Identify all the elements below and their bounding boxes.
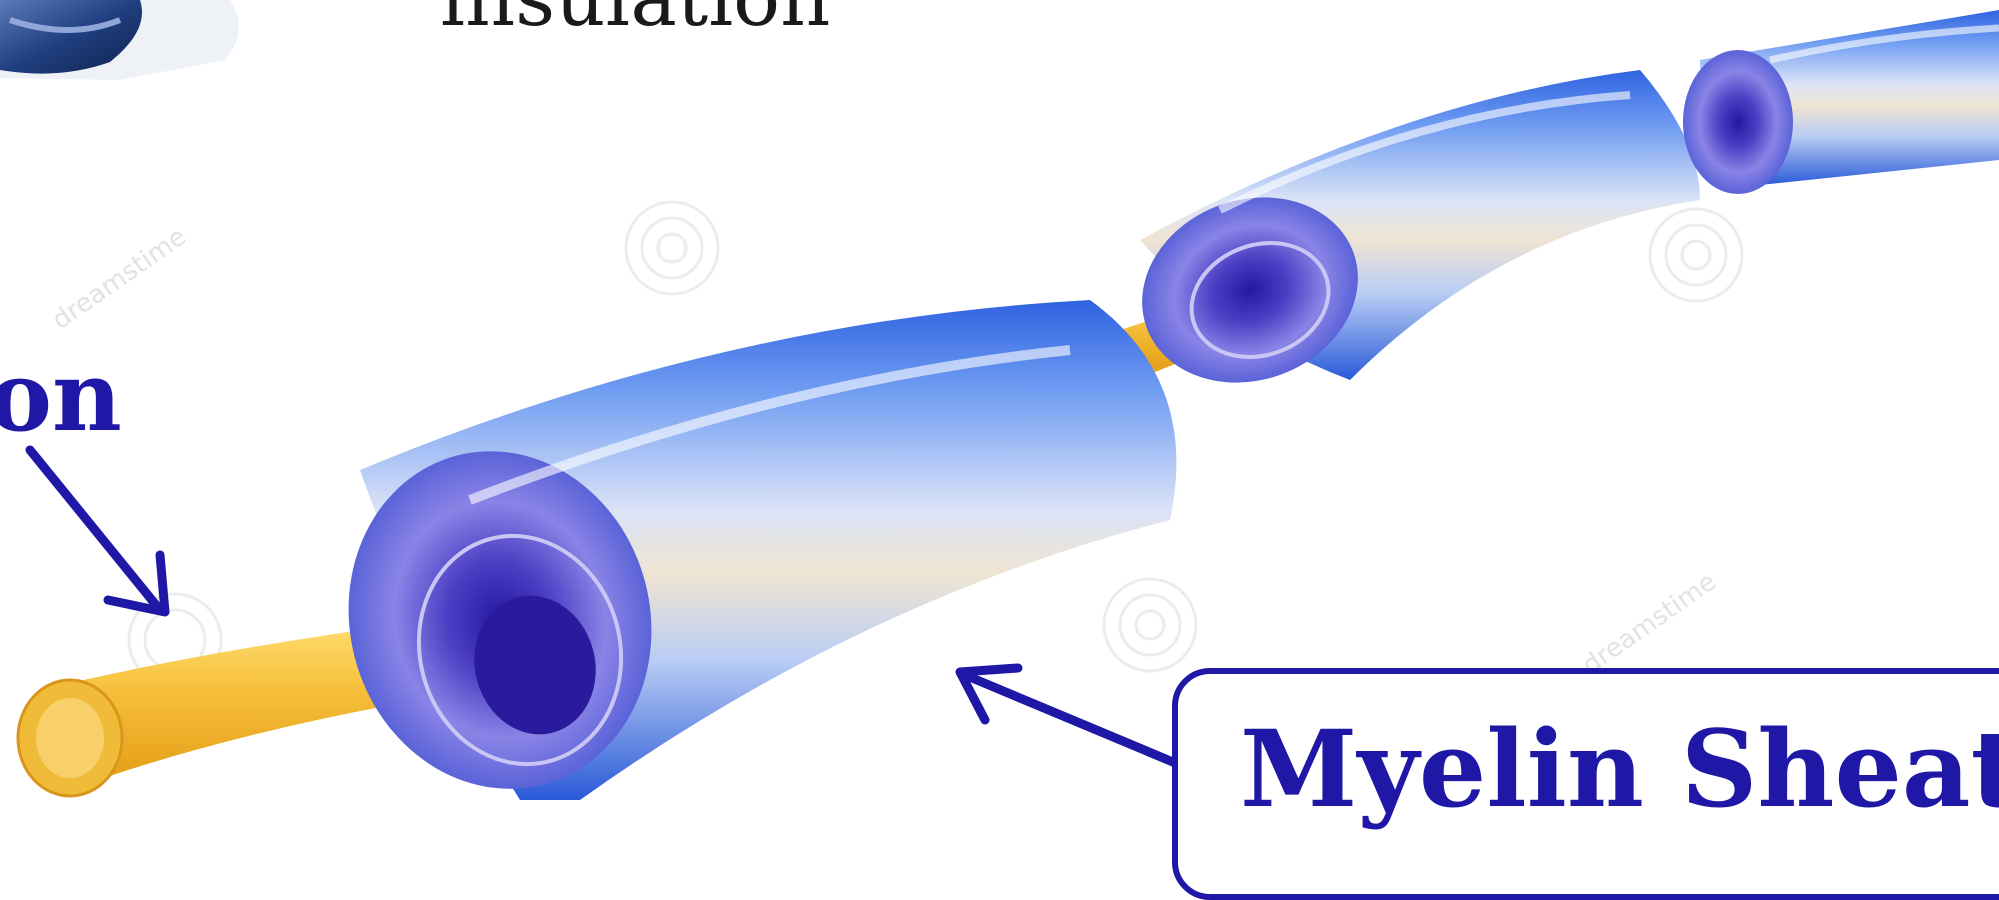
myelin-segment-3 [1683, 10, 1999, 194]
myelin-segment-2 [1116, 70, 1700, 412]
watermark-text-1: dreamstime [47, 222, 192, 336]
myelin-sheath-label: Myelin Sheat [1240, 706, 1999, 831]
myelin-end-3 [1683, 50, 1793, 194]
arrow-to-axon [30, 450, 165, 612]
insulated-cable-image [0, 0, 239, 80]
insulation-label: insulation [440, 0, 830, 44]
myelin-segment-1 [311, 300, 1176, 800]
myelinated-axon-diagram: dreamstime dreamstime dreamstime dreamst… [0, 0, 1999, 800]
watermark-text-2: dreamstime [1577, 567, 1722, 681]
arrow-to-myelin-sheath [960, 668, 1180, 765]
axon-label: on [0, 340, 122, 453]
